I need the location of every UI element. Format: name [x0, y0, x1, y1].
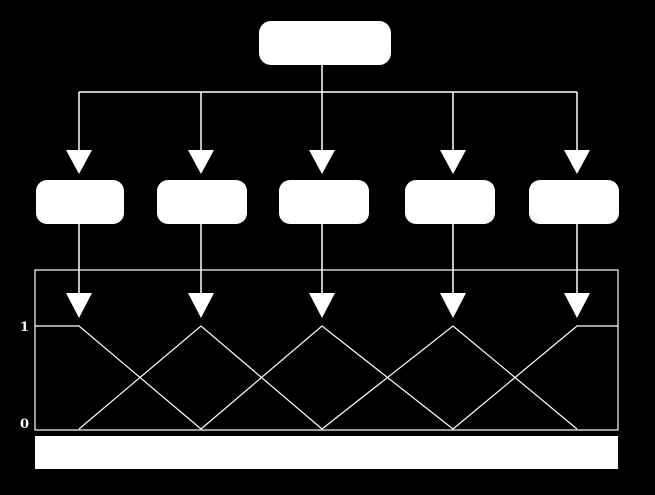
arrowhead-down-icon — [440, 293, 466, 318]
root-connectors — [78, 65, 578, 150]
arrowhead-down-icon — [440, 150, 466, 174]
arrowhead-down-icon — [309, 293, 335, 318]
child-node-5 — [529, 180, 619, 224]
membership-panel — [34, 269, 619, 431]
arrowhead-down-icon — [309, 150, 335, 174]
arrowhead-down-icon — [66, 293, 92, 318]
child-node-4 — [405, 180, 495, 224]
child-connectors — [78, 224, 578, 293]
arrowhead-down-icon — [564, 150, 590, 174]
membership-function-1 — [35, 325, 202, 430]
membership-function-2 — [78, 325, 323, 430]
upper-arrowheads — [66, 150, 590, 174]
arrowhead-down-icon — [66, 150, 92, 174]
child-node-3 — [279, 180, 369, 224]
y-axis-label-one: 1 — [20, 320, 29, 335]
child-nodes — [36, 180, 619, 224]
child-node-2 — [157, 180, 247, 224]
arrowhead-down-icon — [188, 150, 214, 174]
membership-function-3 — [200, 325, 454, 430]
lower-arrowheads — [66, 293, 590, 318]
child-node-1 — [36, 180, 124, 224]
arrowhead-down-icon — [188, 293, 214, 318]
membership-functions — [35, 325, 618, 430]
membership-function-5 — [452, 325, 618, 430]
membership-function-4 — [321, 325, 578, 430]
root-node — [259, 21, 391, 65]
bottom-bar — [35, 436, 618, 469]
arrowhead-down-icon — [564, 293, 590, 318]
y-axis-label-zero: 0 — [20, 417, 29, 432]
